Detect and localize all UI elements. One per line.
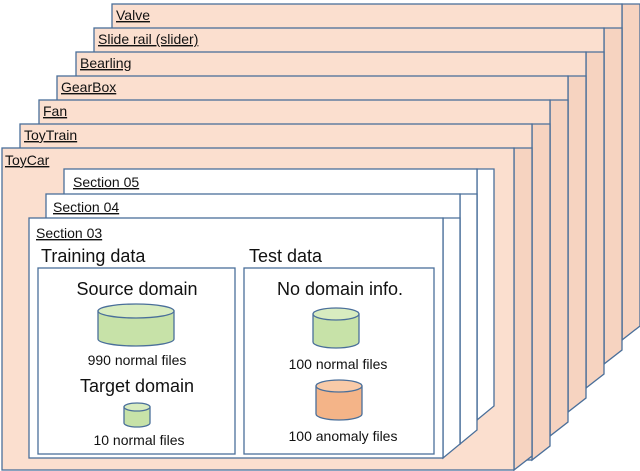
cylinder-body [123, 406, 151, 428]
target-domain-cylinder [123, 402, 151, 428]
cylinder-body [312, 313, 360, 349]
anomaly-test-files-count: 100 anomaly files [289, 428, 398, 444]
section-label-04: Section 04 [53, 199, 119, 215]
section-side [459, 193, 478, 446]
machine-label-toycar: ToyCar [5, 152, 50, 168]
test-data-title: Test data [249, 246, 323, 266]
test-box-frame [243, 267, 435, 455]
cylinder-top [315, 379, 363, 393]
section-label-05: Section 05 [73, 174, 139, 190]
no-domain-info-label: No domain info. [277, 279, 403, 299]
machine-label-slide-rail: Slide rail (slider) [98, 31, 198, 47]
card-side [603, 27, 623, 366]
anomaly-test-cylinder [315, 379, 363, 421]
cylinder-top [312, 307, 360, 321]
normal-test-files-count: 100 normal files [289, 356, 388, 372]
cylinder-top [123, 402, 151, 412]
machine-label-gearbox: GearBox [61, 79, 116, 95]
training-data-box: Source domain 990 normal files Target do… [37, 267, 236, 455]
card-side [531, 123, 551, 462]
test-data-box: No domain info. 100 normal files 100 ano… [243, 267, 435, 455]
machine-label-valve: Valve [116, 7, 150, 23]
source-domain-cylinder [97, 303, 175, 347]
card-side [585, 51, 605, 390]
section-label-03: Section 03 [36, 225, 102, 241]
cylinder-body [97, 310, 175, 347]
cylinder-body [315, 385, 363, 421]
card-side [513, 147, 533, 471]
card-side [549, 99, 569, 438]
source-files-count: 990 normal files [88, 352, 187, 368]
card-side [567, 75, 587, 414]
cylinder-top [97, 303, 175, 319]
card-side [621, 3, 640, 342]
section-side [476, 168, 495, 422]
training-data-title: Training data [41, 246, 146, 266]
source-domain-label: Source domain [76, 279, 197, 299]
machine-label-bearing: Bearling [80, 55, 131, 71]
machine-label-fan: Fan [43, 103, 67, 119]
machine-label-toytrain: ToyTrain [24, 127, 77, 143]
normal-test-cylinder [312, 307, 360, 349]
section-side [442, 217, 461, 460]
target-domain-label: Target domain [80, 376, 194, 396]
target-files-count: 10 normal files [93, 432, 184, 448]
